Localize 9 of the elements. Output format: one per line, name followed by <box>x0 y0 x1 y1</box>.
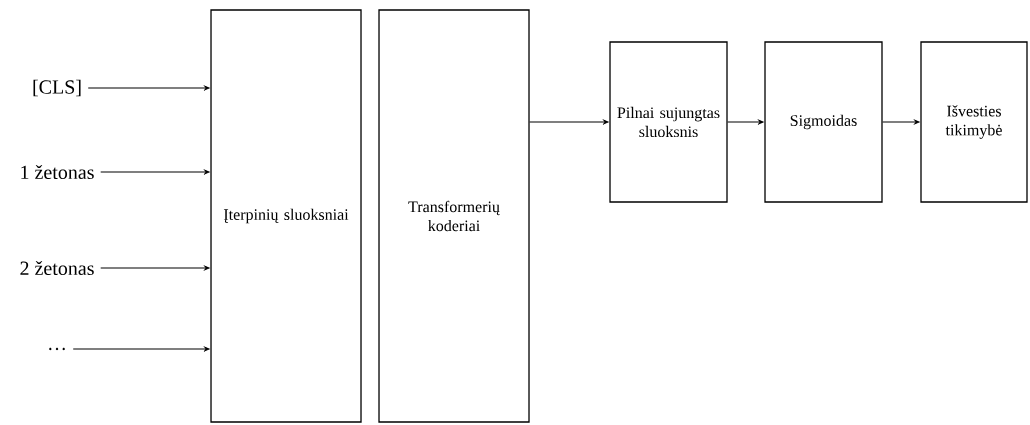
process-box: Pilnai sujungtas sluoksnis <box>609 41 728 203</box>
process-box: Sigmoidas <box>764 41 883 203</box>
token-label: … <box>49 347 65 351</box>
process-box: Transformerių koderiai <box>378 9 530 423</box>
token-label: [CLS] <box>33 79 81 97</box>
process-box: Įterpinių sluoksniai <box>210 9 362 423</box>
token-label: 1 žetonas <box>21 164 94 180</box>
token-label: 2 žetonas <box>20 260 94 276</box>
process-box: Išvesties tikimybė <box>920 41 1028 203</box>
